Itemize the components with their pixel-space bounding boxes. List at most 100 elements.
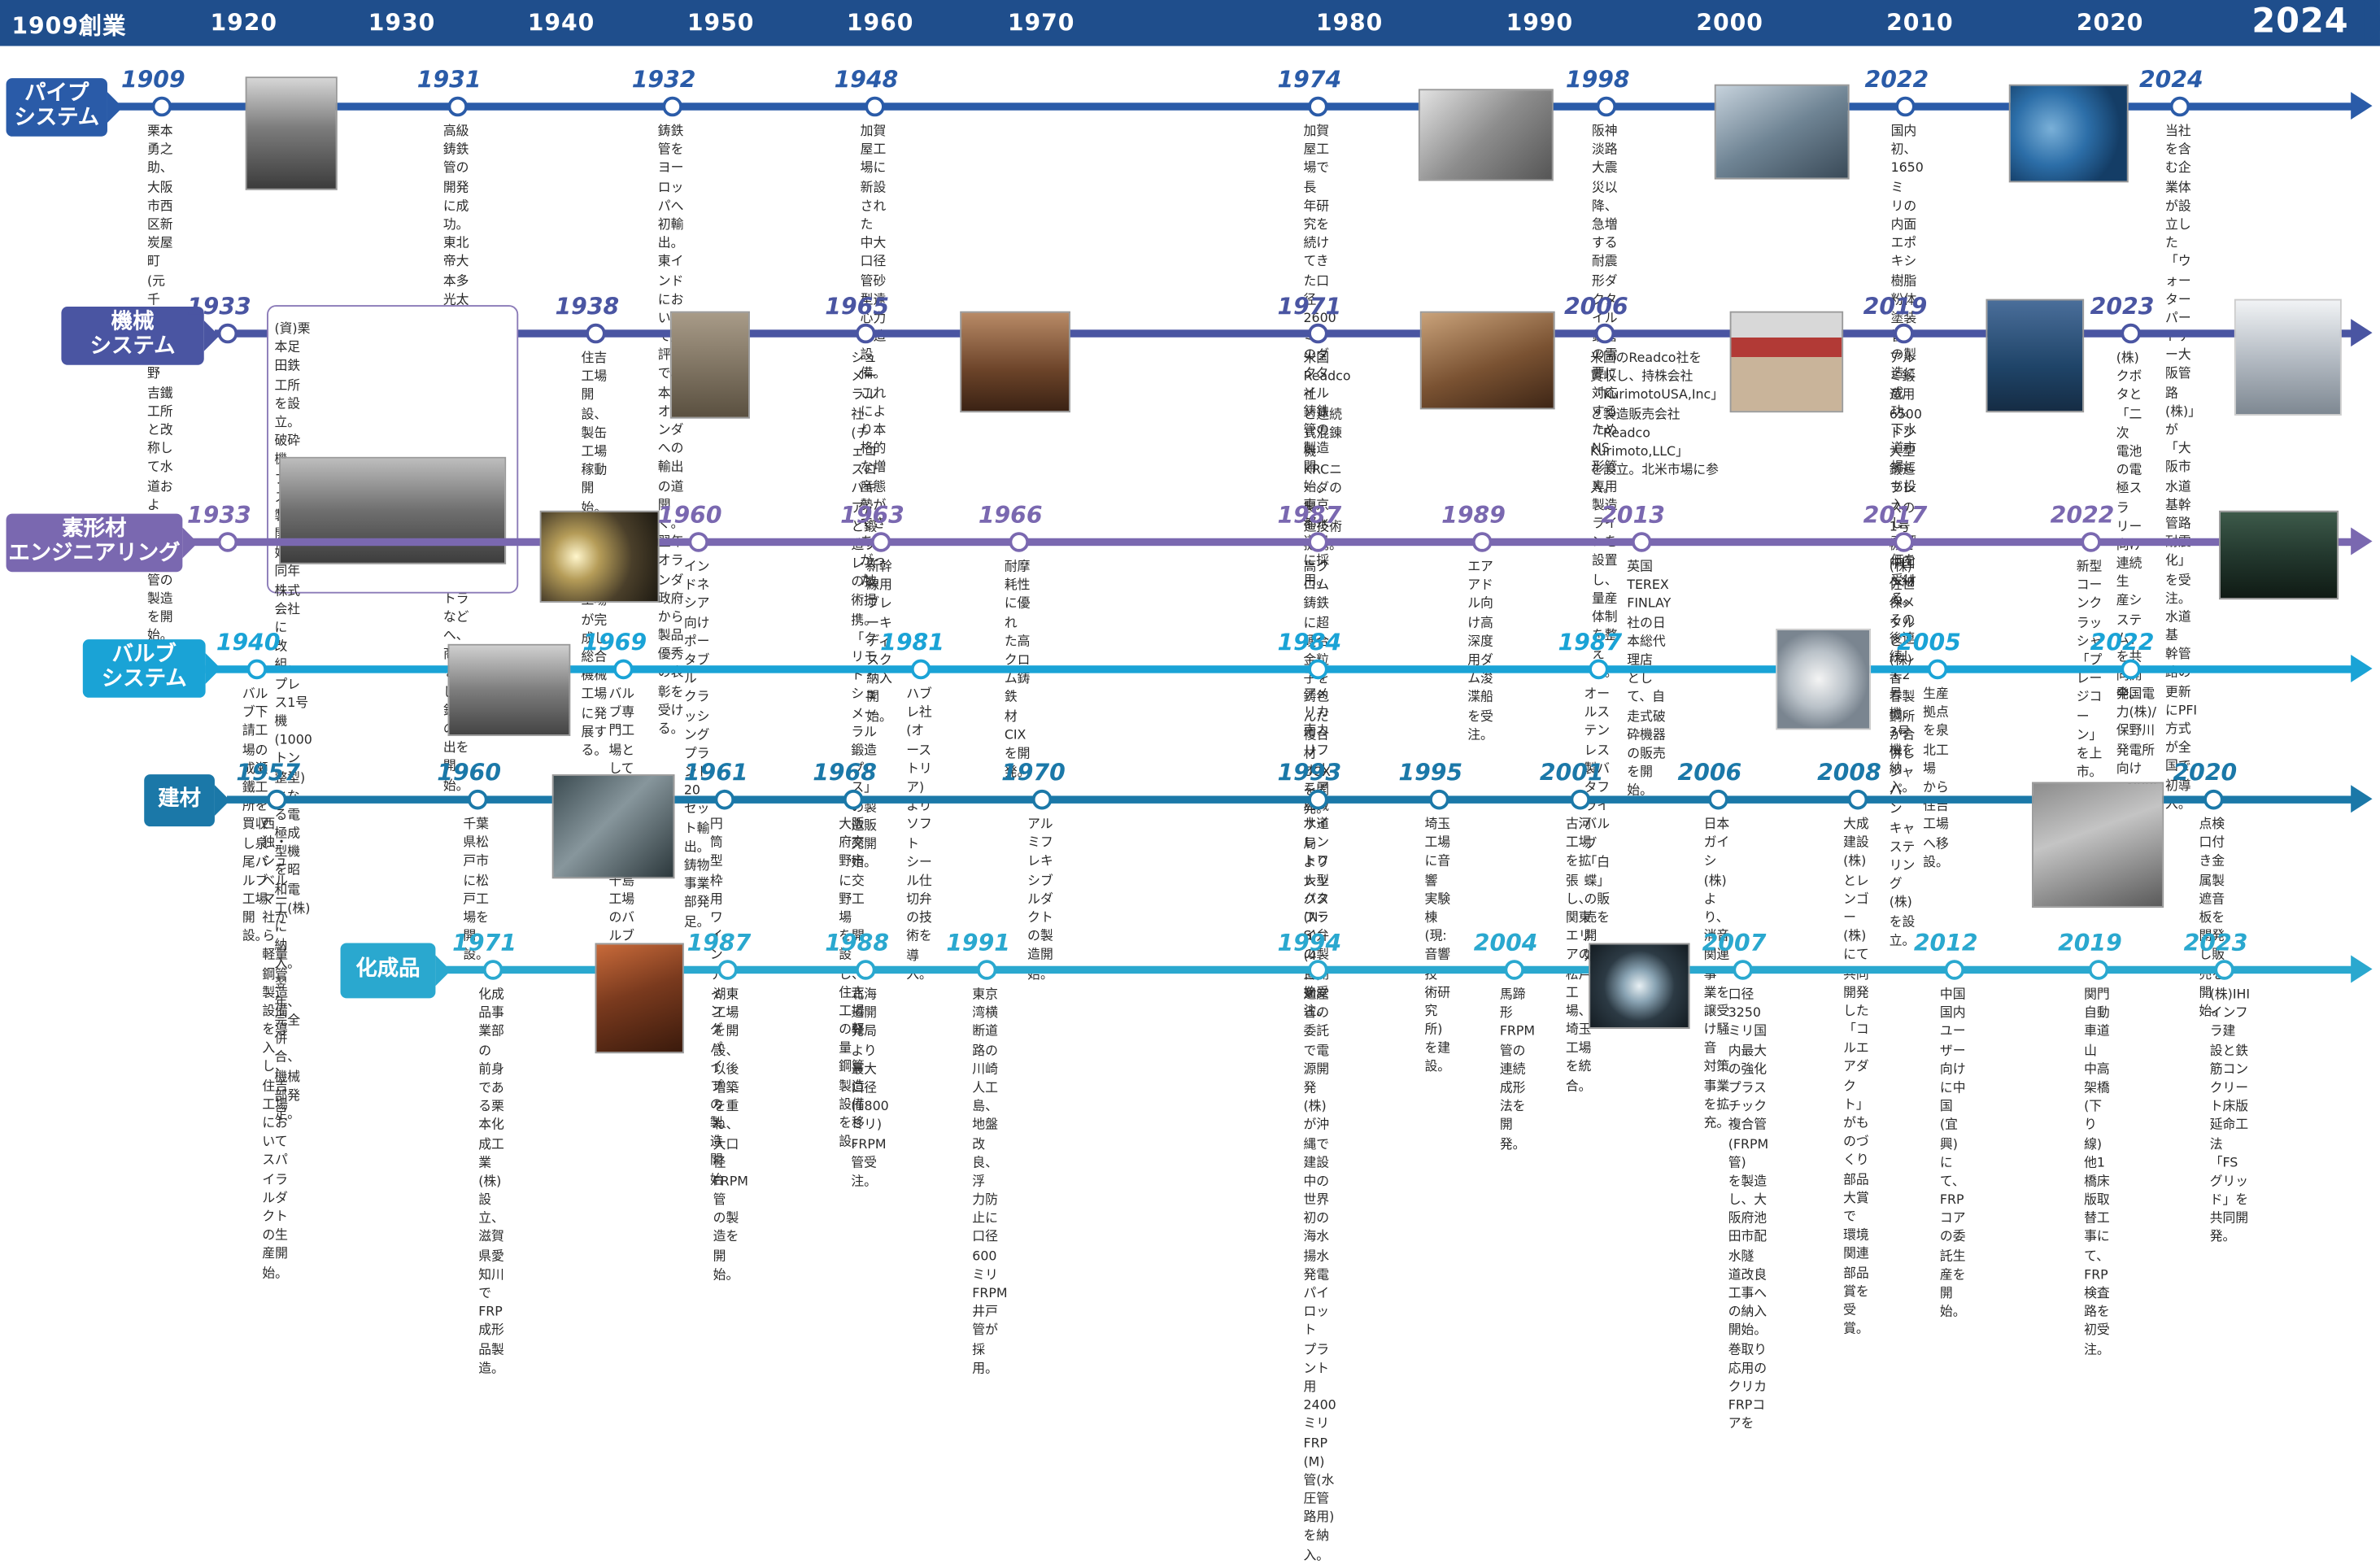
photo-spiral-duct <box>551 774 675 879</box>
event-year: 2007 <box>1702 929 1767 957</box>
event-dot <box>1308 96 1328 117</box>
event-year: 2019 <box>1863 293 1928 321</box>
event-year: 1998 <box>1565 66 1630 94</box>
decade-label: 1940 <box>527 9 595 37</box>
event-dot <box>717 960 738 980</box>
event-dot <box>468 789 488 810</box>
event-text: オールステンレス製バタフライ バルブ「白蝶」の販売を開始。 <box>1584 685 1611 963</box>
event-year: 1960 <box>657 501 722 529</box>
event-dot <box>843 789 864 810</box>
event-dot <box>976 960 997 980</box>
event-dot <box>2088 960 2109 980</box>
event-dot <box>1708 789 1728 810</box>
event-year: 1989 <box>1441 501 1506 529</box>
event-dot <box>2121 659 2141 680</box>
event-dot <box>865 96 885 117</box>
event-year: 2020 <box>2173 759 2238 787</box>
event-year: 1987 <box>1277 501 1342 529</box>
event-dot <box>151 96 172 117</box>
photo-6500t-press <box>1986 298 2085 413</box>
event-text: 埼玉工場に音響 実験棟(現:音響技 術研究所)を建設。 <box>1424 815 1451 1074</box>
event-text: 高クロム鋳鉄に超硬合 金粒子を鋳包んだ複合 材UCXを開発。 <box>1303 558 1331 817</box>
event-dot <box>2214 960 2234 980</box>
event-text: 北海道開発局 より最大口径 (1800ミリ) FRPM管受注。 <box>851 986 889 1188</box>
event-dot <box>1308 789 1328 810</box>
event-dot <box>1589 659 1609 680</box>
valve-timeline-arrow <box>2351 655 2373 682</box>
decade-label: 1950 <box>687 9 755 37</box>
event-text: 当社を含む企業体が設立した 「ウォーターパートナー大阪管 路(株)」が「大阪市水… <box>2165 122 2201 811</box>
event-text: 新幹線用ブレーキ ディスク納入開始。 <box>866 558 892 723</box>
event-year: 2023 <box>2183 929 2248 957</box>
event-year: 1969 <box>582 628 647 656</box>
pipe-timeline-arrow <box>2351 92 2373 120</box>
decade-label: 2000 <box>1696 9 1763 37</box>
event-text: 東京湾横断道路の川崎 人工島、地盤改良、浮 力防止に口径600ミリ FRPM井戸… <box>972 986 1008 1375</box>
photo-slurry-system <box>2234 298 2342 416</box>
event-dot <box>870 532 891 552</box>
decade-label: 1990 <box>1506 9 1574 37</box>
event-year: 1974 <box>1277 66 1342 94</box>
event-dot <box>2121 323 2141 344</box>
event-year: 2013 <box>1601 501 1665 529</box>
decade-label: 2010 <box>1886 9 1954 37</box>
material-timeline-line <box>187 538 2354 547</box>
event-text: エアアドル向け高深度 用ダム浚渫船を受注。 <box>1467 558 1493 742</box>
event-text: 西独・シュベルマー社から 軽量鋼管製造設備を導入 し、住吉工場においてスパ イラ… <box>262 815 288 1280</box>
event-text: アルミ鍛造用 6500トン大型 鍛造プレスの 1号機を中国へ納入。その後連 続し… <box>1889 349 1922 795</box>
event-text: 点検口付き金属製遮音 板を開発し販売を開始。 <box>2199 815 2225 1018</box>
event-year: 1994 <box>1277 929 1342 957</box>
event-year: 1961 <box>683 759 748 787</box>
photo-cone-crusher <box>2219 510 2339 600</box>
decade-label: 1980 <box>1315 9 1384 37</box>
event-year: 1965 <box>825 293 890 321</box>
decade-label: 2024 <box>2251 2 2349 41</box>
row-label-material-engineering: 素形材 エンジニアリング <box>6 513 198 573</box>
event-text: 大成建設(株)とレンゴー(株) にて共同開発した「コルエアダ クト」がものづくり… <box>1843 815 1869 1336</box>
event-year: 1995 <box>1398 759 1463 787</box>
event-year: 1948 <box>834 66 899 94</box>
event-year: 2024 <box>2138 66 2203 94</box>
machine-timeline-arrow <box>2351 319 2373 347</box>
event-year: 1957 <box>236 759 301 787</box>
event-dot <box>1927 659 1948 680</box>
decade-label: 1960 <box>846 9 914 37</box>
event-year: 1960 <box>437 759 502 787</box>
event-dot <box>1894 532 1914 552</box>
row-label-building-materials: 建材 <box>144 774 230 827</box>
event-year: 1966 <box>978 501 1043 529</box>
photo-forging-press <box>960 311 1070 413</box>
event-dot <box>1847 789 1868 810</box>
event-year: 1987 <box>687 929 752 957</box>
event-year: 2017 <box>1863 501 1928 529</box>
event-year: 2023 <box>2090 293 2155 321</box>
event-year: 2012 <box>1913 929 1978 957</box>
event-dot <box>688 532 709 552</box>
event-text: 馬蹄形FRPM 管の連続成形 法を開発。 <box>1499 986 1536 1151</box>
event-text: 口径3250ミリ国内最大の強化 プラスチック複合管(FRPM管) を製造し、大阪… <box>1728 986 1769 1431</box>
event-text: 米国のReadco社を 買収し、持株会社 「KurimotoUSA,Inc」 と… <box>1590 349 1724 496</box>
row-label-pipe-system: パイプ システム <box>6 78 123 137</box>
event-text: 日本ガイシ(株) より、消音関連事 業を譲受け騒音 対策事業を拡充。 <box>1703 815 1730 1131</box>
event-year: 1963 <box>840 501 904 529</box>
building-timeline-arrow <box>2351 785 2373 813</box>
decade-header: 1909創業 1920 1930 1940 1950 1960 1970 198… <box>0 0 2380 46</box>
event-dot <box>1570 789 1591 810</box>
event-text: 英国TEREX FINLAY社の日本総代理店 として、自走式破砕機器の販売を開始… <box>1627 558 1672 798</box>
event-text: 関門自動車道 山 中高架橋(下り 線)他1橋床版取 替工事にて、FRP 検査路を… <box>2084 986 2110 1357</box>
event-text: (株)佐世保メタルと(株)香 春製鋼所が合併しジャパン キャステリング(株)を設… <box>1889 558 1916 948</box>
event-dot <box>613 659 634 680</box>
event-year: 2001 <box>1539 759 1604 787</box>
photo-butterfly-valve <box>1776 628 1872 730</box>
event-year: 1981 <box>880 628 944 656</box>
header-arrow <box>2365 0 2380 46</box>
event-year: 1993 <box>1277 759 1342 787</box>
valve-timeline-line <box>205 665 2354 673</box>
event-dot <box>1944 960 1965 980</box>
event-dot <box>246 659 268 680</box>
event-dot <box>1308 659 1328 680</box>
event-text: 阪神淡路大震災以 降、急増する耐震 形ダクタイル鉄管 の需要に対応するためNS形… <box>1591 122 1618 680</box>
event-year: 2005 <box>1897 628 1961 656</box>
event-text: 湖東工場を開設、 以後増築を重ね、 大口径FRPM管 の製造を開始。 <box>713 986 748 1282</box>
event-dot <box>1596 96 1617 117</box>
